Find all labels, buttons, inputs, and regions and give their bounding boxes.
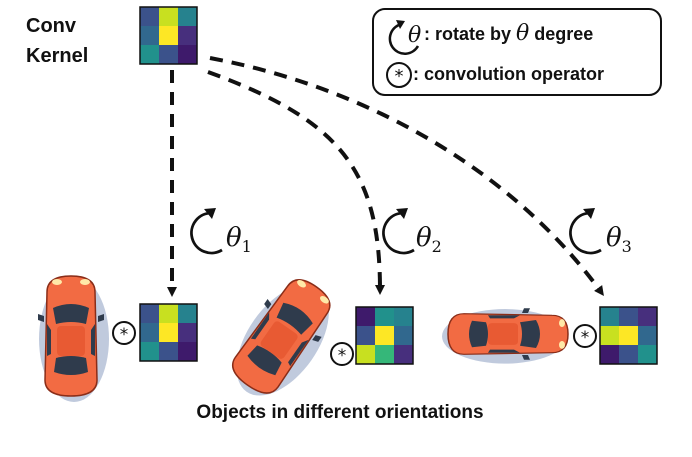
kernel-cell: [178, 45, 197, 64]
kernel-title-line1: Conv: [26, 15, 77, 37]
kernel-cell: [140, 304, 159, 323]
conv-kernel: [139, 6, 198, 65]
svg-text:*: *: [338, 346, 347, 366]
kernel-cell: [375, 345, 394, 364]
kernel-cell: [619, 326, 638, 345]
rotation-label-2: θ2: [416, 223, 442, 256]
kernel-cell: [638, 307, 657, 326]
convolution-legend-icon: *: [386, 62, 412, 88]
kernel-cell: [140, 7, 159, 26]
kernel-cell: [178, 323, 197, 342]
rotated-kernel-3: [599, 306, 658, 365]
kernel-cell: [159, 342, 178, 361]
kernel-cell: [394, 326, 413, 345]
kernel-border: [355, 306, 414, 365]
kernel-cell: [159, 26, 178, 45]
kernel-cell: [600, 345, 619, 364]
kernel-cell: [375, 326, 394, 345]
caption: Objects in different orientations: [196, 402, 483, 423]
kernel-cell: [600, 326, 619, 345]
legend-rotate-text: : rotate by θ degree: [424, 21, 593, 46]
kernel-cell: [600, 307, 619, 326]
legend-rotate-symbol: θ: [408, 23, 421, 48]
legend-conv-text: : convolution operator: [413, 64, 604, 84]
kernel-cell: [159, 45, 178, 64]
kernel-cell: [159, 7, 178, 26]
legend-box: θ : rotate by θ degree * : convolution o…: [372, 8, 662, 96]
car-horizontal: [441, 307, 569, 365]
arrow-to-kernel-2: [207, 70, 385, 295]
rotation-icon-1: [190, 208, 223, 255]
rotation-icon-3: [569, 208, 602, 255]
svg-text:*: *: [120, 325, 129, 345]
kernel-border: [139, 6, 198, 65]
kernel-cell: [356, 345, 375, 364]
kernel-cell: [356, 307, 375, 326]
rotation-label-3: θ3: [606, 223, 632, 256]
kernel-cell: [178, 26, 197, 45]
kernel-cell: [140, 26, 159, 45]
kernel-cell: [619, 307, 638, 326]
kernel-cell: [375, 307, 394, 326]
svg-text:*: *: [395, 66, 404, 87]
kernel-border: [139, 303, 198, 362]
kernel-cell: [159, 323, 178, 342]
svg-text:*: *: [581, 328, 590, 348]
convolution-operator-icon-3: *: [573, 324, 597, 348]
kernel-title-line2: Kernel: [26, 45, 88, 67]
kernel-cell: [638, 345, 657, 364]
rotated-kernel-2: [355, 306, 414, 365]
kernel-cell: [619, 345, 638, 364]
kernel-cell: [159, 304, 178, 323]
convolution-operator-icon-1: *: [112, 321, 136, 345]
rotation-icon-2: [382, 208, 415, 255]
arrow-to-kernel-3: [209, 56, 604, 297]
rotate-legend-icon: [388, 20, 420, 55]
rotated-kernel-1: [139, 303, 198, 362]
rotation-label-1: θ1: [226, 223, 252, 256]
kernel-cell: [140, 342, 159, 361]
kernel-cell: [140, 45, 159, 64]
kernel-cell: [178, 7, 197, 26]
kernel-cell: [178, 304, 197, 323]
kernel-border: [599, 306, 658, 365]
kernel-cell: [178, 342, 197, 361]
kernel-cell: [356, 326, 375, 345]
kernel-cell: [394, 345, 413, 364]
convolution-operator-icon-2: *: [330, 342, 354, 366]
kernel-cell: [140, 323, 159, 342]
kernel-cell: [394, 307, 413, 326]
car-diagonal: [216, 267, 349, 413]
car-vertical: [37, 275, 110, 403]
kernel-cell: [638, 326, 657, 345]
